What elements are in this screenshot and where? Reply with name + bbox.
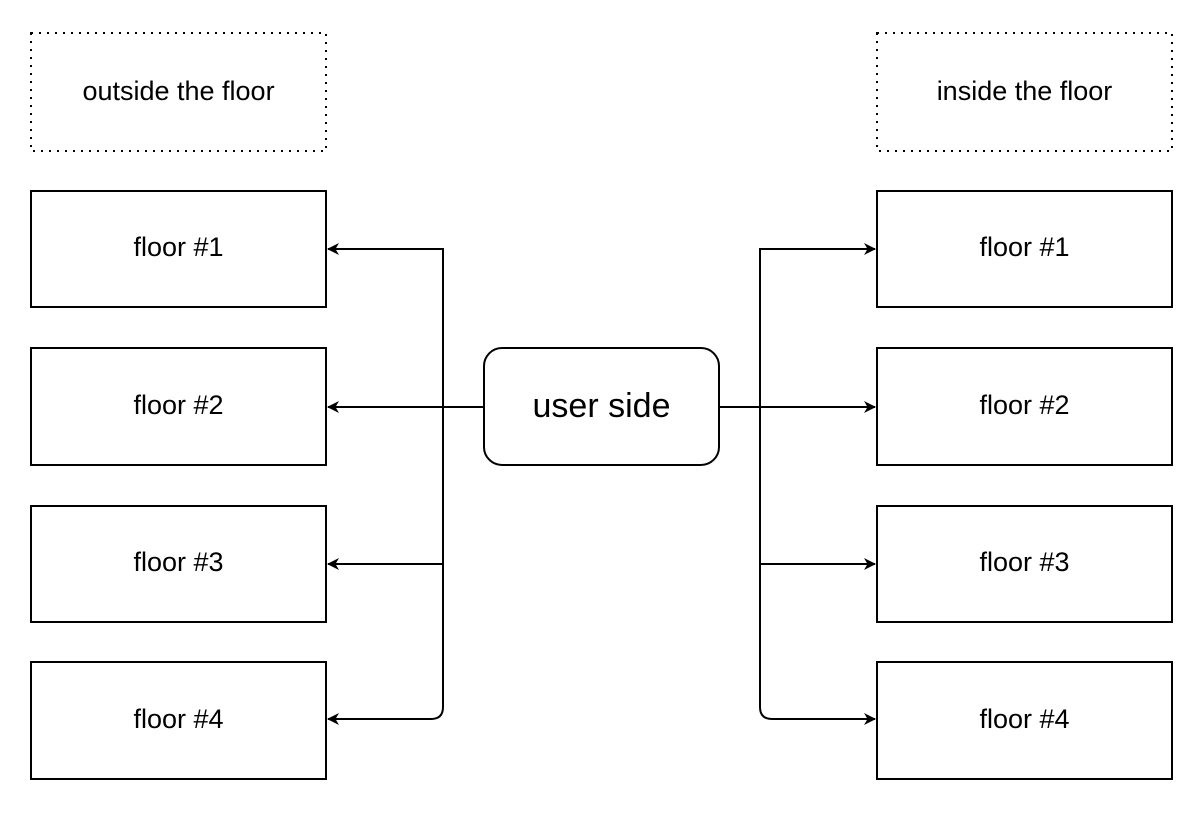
outside-floor-2-label: floor #2 [133,390,223,420]
outside-header-box [30,32,327,152]
outside-floor-3-label: floor #3 [133,547,223,577]
outside-floors: floor #1 floor #2 floor #3 floor #4 [30,190,327,780]
outside-floor-1-box[interactable] [30,190,327,308]
connector-inside-floor-4 [759,407,876,725]
outside-header: outside the floor [30,32,327,152]
outside-floor-3[interactable]: floor #3 [30,505,327,623]
connector-outside-floor-3 [327,407,444,570]
inside-floors: floor #1 floor #2 floor #3 floor #4 [876,190,1173,780]
connector-inside-floor-1 [759,243,876,407]
inside-floor-4[interactable]: floor #4 [876,661,1173,780]
outside-floor-4[interactable]: floor #4 [30,661,327,780]
outside-floor-3-box[interactable] [30,505,327,623]
inside-floor-1-label: floor #1 [979,232,1069,262]
connector-outside-floor-1 [327,243,444,407]
inside-floor-3[interactable]: floor #3 [876,505,1173,623]
inside-floor-4-box[interactable] [876,661,1173,780]
outside-floor-2[interactable]: floor #2 [30,347,327,466]
connector-inside-floor-3 [759,407,876,570]
user-side-box[interactable] [483,347,720,466]
outside-floor-2-box[interactable] [30,347,327,466]
user-side-label: user side [533,387,671,425]
inside-floor-3-label: floor #3 [979,547,1069,577]
user-side-hub[interactable]: user side [483,347,720,466]
connector-outside-floor-4 [327,407,444,725]
inside-floor-4-label: floor #4 [979,704,1069,734]
inside-floor-1-box[interactable] [876,190,1173,308]
outside-floor-1-label: floor #1 [133,232,223,262]
inside-connectors [719,243,876,725]
inside-floor-2-box[interactable] [876,347,1173,466]
inside-header-label: inside the floor [937,76,1113,106]
outside-floor-1[interactable]: floor #1 [30,190,327,308]
inside-floor-2-label: floor #2 [979,390,1069,420]
outside-floor-4-box[interactable] [30,661,327,780]
inside-header: inside the floor [876,32,1173,152]
inside-header-box [876,32,1173,152]
outside-header-label: outside the floor [82,76,274,106]
inside-floor-2[interactable]: floor #2 [876,347,1173,466]
inside-floor-1[interactable]: floor #1 [876,190,1173,308]
outside-floor-4-label: floor #4 [133,704,223,734]
outside-connectors [327,243,484,725]
inside-floor-3-box[interactable] [876,505,1173,623]
